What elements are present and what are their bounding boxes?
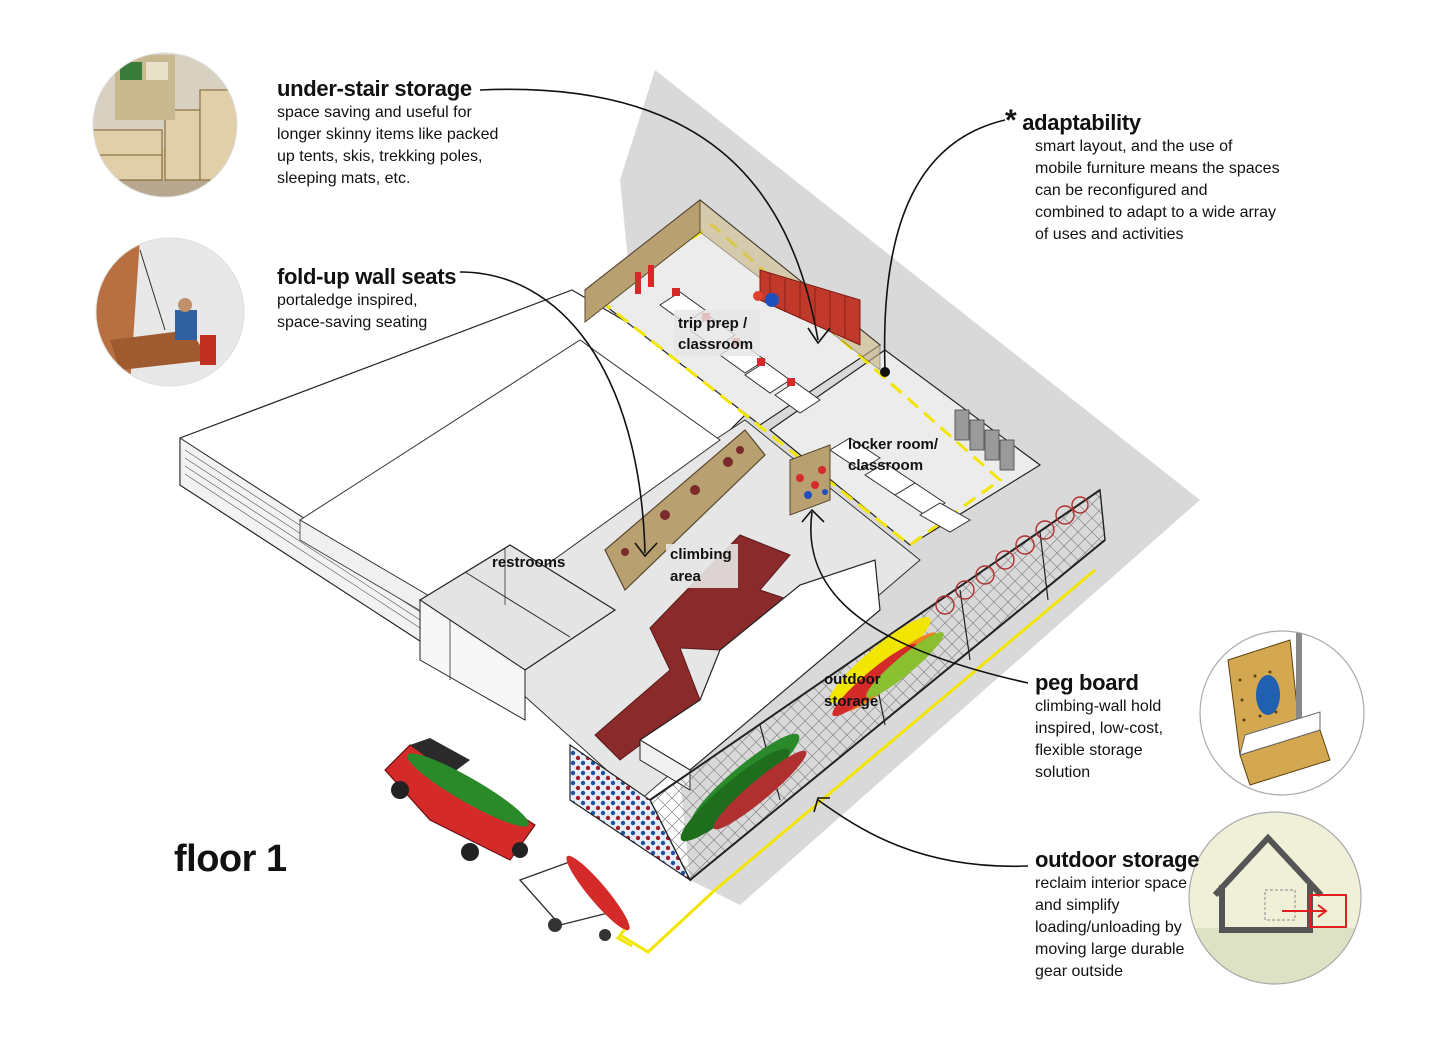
desc-line: solution: [1035, 764, 1091, 781]
callout-under-stair: under-stair storage space saving and use…: [277, 76, 498, 190]
desc-line: and simplify: [1035, 897, 1120, 914]
label-outdoor-1: outdoor: [824, 671, 881, 688]
pickup-truck: [384, 738, 536, 861]
under-stair-photo: [93, 53, 237, 197]
label-trip-prep-2: classroom: [678, 336, 753, 353]
bikes: [935, 496, 1089, 615]
loading-path: [619, 568, 1096, 954]
callout-peg-board-desc: climbing-wall hold inspired, low-cost, f…: [1035, 696, 1163, 784]
label-trip-prep-1: trip prep /: [678, 315, 748, 332]
leader-under-stair: [479, 88, 819, 341]
desc-line: can be reconfigured and: [1035, 182, 1208, 199]
wall-seat-photo: [96, 238, 244, 386]
label-locker-1: locker room/: [848, 436, 939, 453]
lockers: [954, 409, 1015, 471]
adaptability-title-text: adaptability: [1022, 110, 1141, 135]
trailer: [518, 855, 630, 941]
desc-line: climbing-wall hold: [1035, 698, 1162, 715]
outdoor-storage-icon: [1189, 812, 1361, 984]
callout-outdoor-storage-title: outdoor storage: [1035, 847, 1200, 872]
desc-line: space-saving seating: [277, 314, 428, 331]
peg-board-photo: [1200, 631, 1364, 795]
asterisk-icon: *: [1005, 104, 1017, 137]
label-climbing-2: area: [670, 568, 702, 585]
desc-line: gear outside: [1035, 963, 1124, 980]
floor-label: floor 1: [174, 838, 287, 880]
callout-outdoor-storage-desc: reclaim interior space and simplify load…: [1035, 873, 1199, 983]
leader-fold-up: [459, 271, 646, 554]
desc-line: longer skinny items like packed: [277, 126, 499, 143]
desc-line: inspired, low-cost,: [1035, 720, 1164, 737]
callout-adaptability: * adaptability smart layout, and the use…: [1005, 106, 1280, 246]
callout-fold-up-title: fold-up wall seats: [277, 264, 457, 289]
label-climbing-1: climbing: [670, 546, 732, 563]
desc-line: portaledge inspired,: [277, 292, 418, 309]
kayaks: [680, 617, 944, 842]
label-outdoor-2: storage: [824, 693, 878, 710]
desc-line: mobile furniture means the spaces: [1035, 160, 1280, 177]
callout-under-stair-title: under-stair storage: [277, 76, 472, 101]
callout-adaptability-title: * adaptability: [1005, 106, 1280, 136]
label-restrooms: restrooms: [492, 554, 565, 571]
desc-line: flexible storage: [1035, 742, 1143, 759]
desc-line: up tents, skis, trekking poles,: [277, 148, 483, 165]
desc-line: of uses and activities: [1035, 226, 1184, 243]
callout-adaptability-desc: smart layout, and the use of mobile furn…: [1035, 136, 1280, 246]
callout-fold-up-desc: portaledge inspired, space-saving seatin…: [277, 290, 456, 334]
desc-line: smart layout, and the use of: [1035, 138, 1233, 155]
desc-line: space saving and useful for: [277, 104, 472, 121]
callout-fold-up: fold-up wall seats portaledge inspired, …: [277, 264, 456, 334]
desc-line: combined to adapt to a wide array: [1035, 204, 1277, 221]
desks-locker-room: [829, 437, 971, 533]
desc-line: loading/unloading by: [1035, 919, 1182, 936]
callout-outdoor-storage: outdoor storage reclaim interior space a…: [1035, 847, 1199, 983]
desc-line: moving large durable: [1035, 941, 1185, 958]
leader-outdoor: [817, 799, 1029, 868]
callout-peg-board-title: peg board: [1035, 670, 1139, 695]
callout-peg-board: peg board climbing-wall hold inspired, l…: [1035, 670, 1163, 784]
leader-adaptability: [883, 119, 1006, 371]
leader-peg-board: [810, 511, 1029, 684]
desc-line: sleeping mats, etc.: [277, 170, 411, 187]
desc-line: reclaim interior space: [1035, 875, 1188, 892]
climbing-mat: [594, 534, 792, 761]
callout-under-stair-desc: space saving and useful for longer skinn…: [277, 102, 498, 190]
label-locker-2: classroom: [848, 457, 923, 474]
